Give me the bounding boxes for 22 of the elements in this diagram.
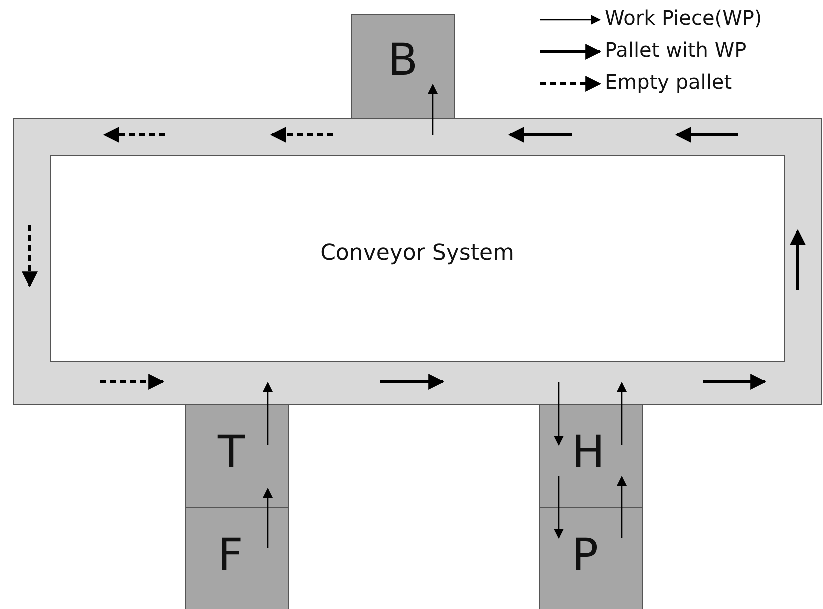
arrow	[554, 382, 564, 446]
arrow	[617, 382, 627, 445]
station-letter: T	[218, 427, 245, 478]
arrow	[263, 488, 273, 548]
station-box	[539, 404, 643, 508]
legend-label: Work Piece(WP)	[605, 6, 762, 30]
system-label: Conveyor System	[320, 241, 514, 266]
station-letter: H	[572, 427, 606, 478]
conveyor-loop	[13, 118, 822, 405]
station-box	[351, 14, 455, 119]
station-letter: P	[572, 530, 599, 581]
legend-label: Empty pallet	[605, 70, 732, 94]
station-box	[185, 404, 289, 508]
station-letter: B	[388, 35, 418, 86]
arrow	[263, 382, 273, 445]
station-box	[185, 507, 289, 609]
station-box	[539, 507, 643, 609]
arrow	[554, 476, 564, 539]
arrow	[428, 84, 438, 135]
station-letter: F	[218, 530, 244, 581]
legend-label: Pallet with WP	[605, 38, 747, 62]
arrow	[617, 476, 627, 538]
